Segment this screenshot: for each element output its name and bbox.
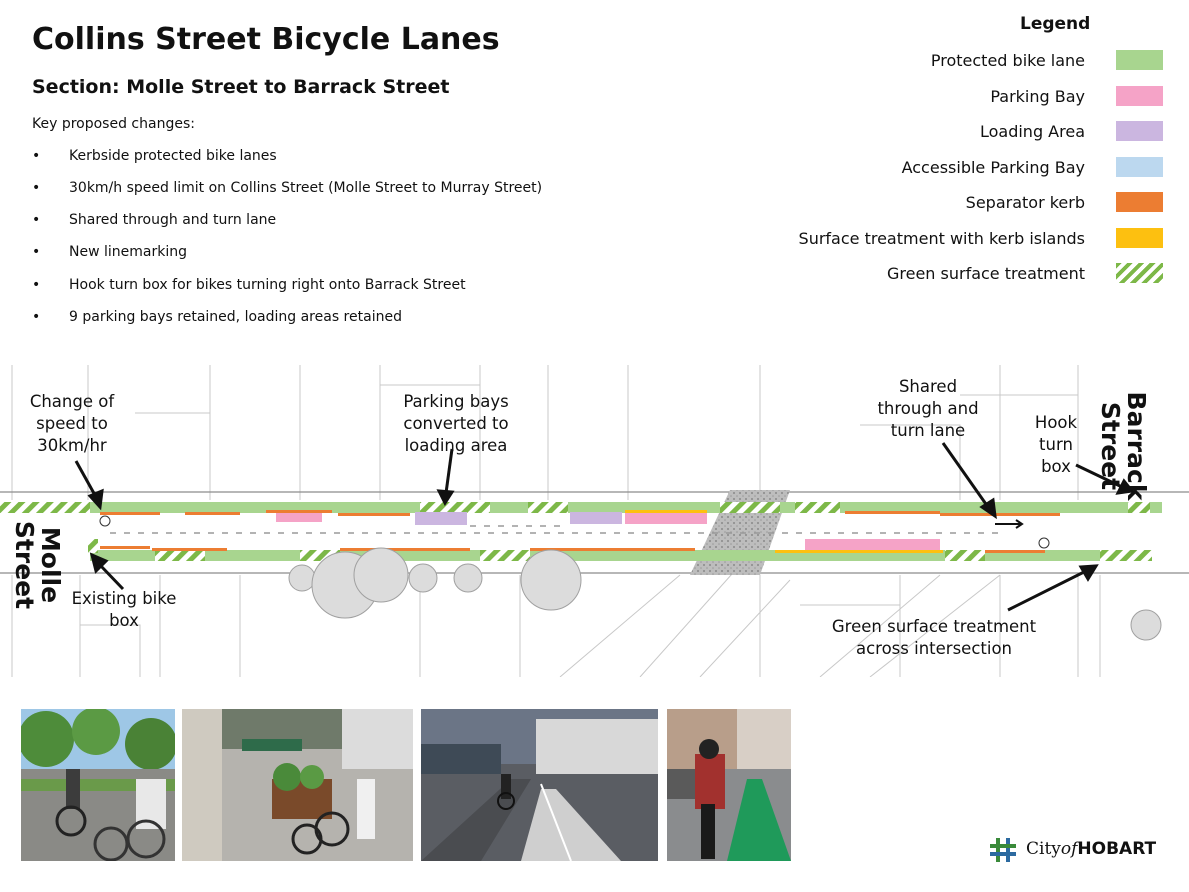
logo-city-text: City (1026, 839, 1061, 859)
bike-box-markers (99, 515, 1050, 549)
bays (276, 512, 940, 551)
street-trees (288, 547, 1162, 641)
legend-label-separator-kerb: Separator kerb (965, 193, 1085, 212)
legend-swatch-protected-bike-lane (1116, 50, 1163, 70)
photo-green-lane-cyclist (667, 709, 791, 861)
legend-label-surface-treatment: Surface treatment with kerb islands (798, 229, 1085, 248)
street-label-molle: Molle Street (10, 520, 65, 610)
callout-arrows (74, 442, 1135, 612)
legend-swatch-loading-area (1116, 121, 1163, 141)
callout-shared-lane: Shared through and turn lane (877, 377, 979, 440)
street-label-barrack: Barrack Street (1096, 391, 1151, 501)
city-of-hobart-logo: CityofHOBART (988, 836, 1164, 866)
legend-swatch-parking-bay (1116, 86, 1163, 106)
section-subtitle: Section: Molle Street to Barrack Street (32, 76, 450, 98)
building-outlines (11, 365, 1101, 677)
legend-title: Legend (1020, 14, 1091, 34)
key-changes-intro: Key proposed changes: (32, 116, 195, 132)
callout-parking-converted: Parking bays converted to loading area (403, 392, 509, 455)
arrow-marking (995, 519, 1024, 529)
photo-street-planters (182, 709, 413, 861)
legend-swatch-accessible-parking (1116, 157, 1163, 177)
road-edges (0, 491, 1189, 574)
callout-existing-bike-box: Existing bike box (71, 589, 177, 630)
legend-label-parking-bay: Parking Bay (990, 87, 1085, 106)
legend-label-accessible-parking: Accessible Parking Bay (901, 158, 1085, 177)
lane-markings (110, 525, 1000, 534)
kerb-island-treatments (625, 510, 943, 553)
legend-label-green-surface: Green surface treatment (886, 264, 1085, 283)
callout-hook-turn: Hook turn box (1034, 413, 1078, 476)
legend-swatch-green-surface (1116, 263, 1163, 283)
logo-name-text: HOBART (1077, 839, 1157, 859)
photo-bike-parking (21, 709, 175, 861)
legend-swatch-surface-treatment (1116, 228, 1163, 248)
bike-lanes (90, 502, 1162, 561)
green-surface-treatments (0, 502, 1152, 561)
legend-swatch-separator-kerb (1116, 192, 1163, 212)
photo-separated-lane (421, 709, 658, 861)
callout-speed-change: Change of speed to 30km/hr (29, 392, 115, 455)
separator-kerbs (100, 510, 1060, 553)
page-title: Collins Street Bicycle Lanes (32, 22, 500, 57)
callout-green-surface: Green surface treatment across intersect… (831, 617, 1037, 658)
street-plan-map (0, 365, 1189, 677)
legend-label-protected-bike-lane: Protected bike lane (930, 51, 1085, 70)
logo-of-text: of (1060, 839, 1078, 859)
legend-label-loading-area: Loading Area (979, 122, 1085, 141)
hobart-emblem-icon (990, 838, 1016, 862)
